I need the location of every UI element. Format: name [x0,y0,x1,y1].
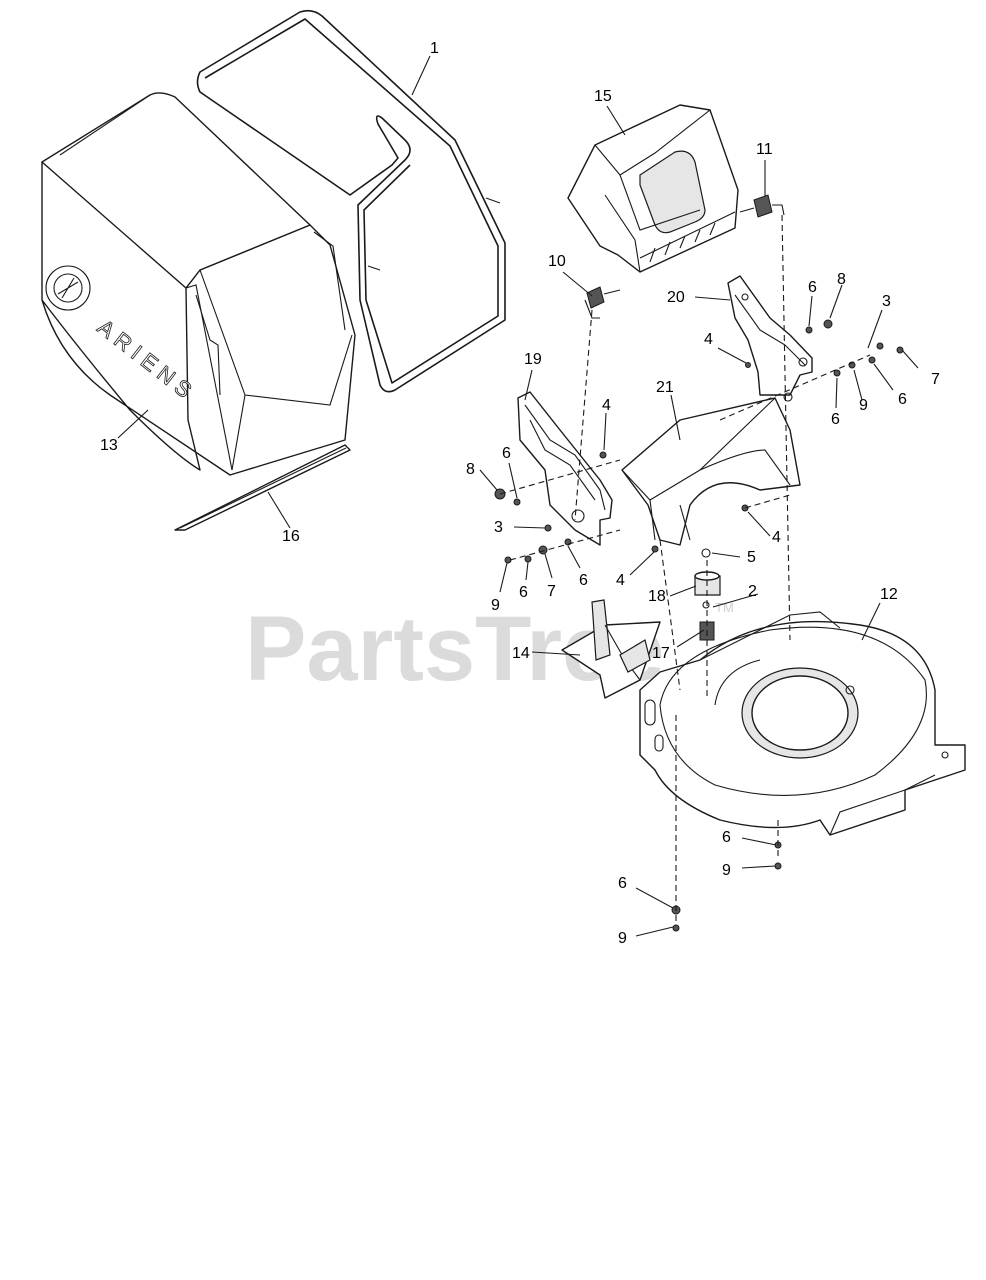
callout-15: 15 [594,88,612,105]
callout-9a: 9 [859,397,868,414]
bag-frame[interactable] [196,9,506,393]
callout-4d: 4 [616,572,625,589]
discharge-chute[interactable] [621,397,801,546]
callout-6d: 6 [502,445,511,462]
callout-5: 5 [747,549,756,566]
callout-6c: 6 [831,411,840,428]
bag-scraper[interactable] [174,444,351,531]
callout-6f: 6 [579,572,588,589]
grass-bag[interactable]: ARIENS [41,92,356,476]
leader-lines [117,55,919,937]
spring-left[interactable] [584,286,621,319]
callout-21: 21 [656,379,674,396]
callout-6h: 6 [618,875,627,892]
callout-4a: 4 [704,331,713,348]
callout-3a: 3 [882,293,891,310]
callout-6e: 6 [519,584,528,601]
callout-6g: 6 [722,829,731,846]
alignment-lines [499,214,871,925]
callout-9b: 9 [491,597,500,614]
spring-right[interactable] [739,194,785,218]
callout-10: 10 [548,253,566,270]
watermark-tm: TM [715,600,734,615]
callout-14: 14 [512,645,530,662]
callout-19: 19 [524,351,542,368]
callout-7b: 7 [547,583,556,600]
callout-4c: 4 [772,529,781,546]
pivot-assembly[interactable] [694,548,721,641]
callout-8b: 8 [466,461,475,478]
callout-9c: 9 [722,862,731,879]
callout-7a: 7 [931,371,940,388]
callout-4b: 4 [602,397,611,414]
mower-deck[interactable] [639,611,966,836]
right-bracket[interactable] [727,275,813,402]
callout-1: 1 [430,40,439,57]
ariens-logo-icon [45,265,91,311]
callout-11: 11 [756,141,773,158]
callout-13: 13 [100,437,118,454]
left-bracket[interactable] [517,391,613,546]
callout-2: 2 [748,583,757,600]
callout-20: 20 [667,289,685,306]
callouts: 1 15 11 10 20 6 8 3 4 7 6 9 6 19 21 4 8 … [100,40,940,947]
callout-6b: 6 [898,391,907,408]
callout-6a: 6 [808,279,817,296]
callout-9d: 9 [618,930,627,947]
callout-17: 17 [652,645,670,662]
rear-door[interactable] [567,104,739,273]
hardware [494,319,904,932]
callout-12: 12 [880,586,898,603]
callout-18: 18 [648,588,666,605]
callout-16: 16 [282,528,300,545]
mulch-plug[interactable] [561,599,661,699]
callout-8a: 8 [837,271,846,288]
callout-3b: 3 [494,519,503,536]
